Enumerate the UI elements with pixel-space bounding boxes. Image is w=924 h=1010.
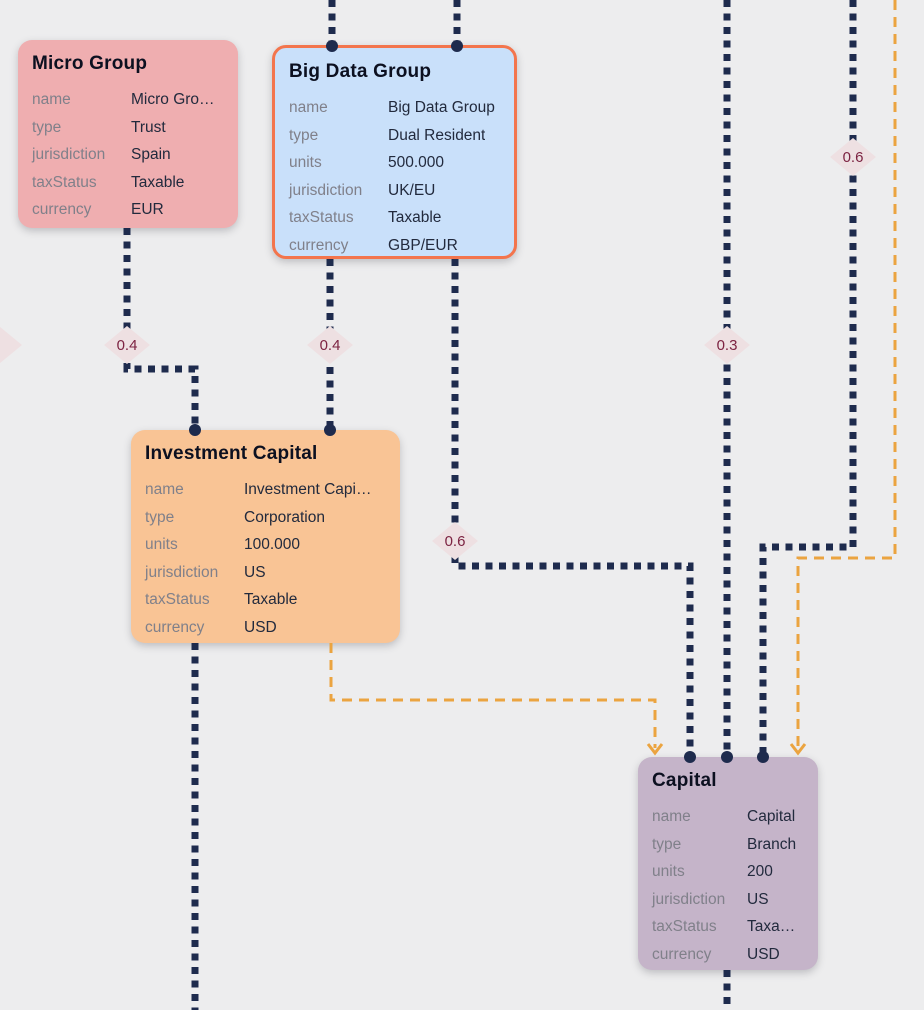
field-label: currency [32, 201, 92, 218]
edge-weight-label[interactable]: 0.3 [704, 326, 750, 364]
node-title: Capital [652, 770, 717, 791]
field-label: taxStatus [289, 209, 354, 226]
field-label: name [652, 808, 691, 825]
field-label: units [145, 536, 178, 553]
field-value: Taxa… [747, 918, 796, 935]
node-capital[interactable]: Capital name Capital type Branch units 2… [638, 757, 818, 970]
field-value: US [244, 563, 266, 581]
field-label: taxStatus [32, 173, 97, 191]
field-value: Capital [747, 808, 796, 825]
field-row: units 200 [652, 858, 806, 886]
field-label: units [289, 154, 322, 171]
field-row: type Branch [652, 831, 806, 859]
field-label: currency [145, 618, 205, 636]
field-label: type [145, 508, 175, 526]
field-value: Taxable [388, 209, 442, 226]
field-label: type [32, 118, 62, 136]
node-investment-capital[interactable]: Investment Capital name Investment Capi…… [131, 430, 400, 643]
node-title: Micro Group [32, 53, 148, 74]
edge-big-data-group-to-capital[interactable] [451, 259, 694, 755]
field-label: jurisdiction [145, 563, 219, 581]
field-row: currency GBP/EUR [289, 232, 502, 260]
field-value: 200 [747, 863, 773, 880]
field-label: jurisdiction [32, 146, 106, 163]
field-value: Branch [747, 835, 797, 853]
field-row: type Dual Resident [289, 122, 502, 150]
field-label: taxStatus [652, 918, 717, 935]
edge-weight-label[interactable]: 0.6 [432, 522, 478, 560]
edge-weight-label-partial[interactable] [0, 326, 22, 364]
field-row: taxStatus Taxable [145, 586, 388, 614]
node-big-data-group[interactable]: Big Data Group name Big Data Group type … [272, 45, 517, 259]
edge-investment-capital-to-capital-dashed[interactable] [329, 643, 657, 748]
field-label: type [289, 126, 319, 144]
field-row: name Micro Gro… [32, 86, 226, 114]
field-value: Big Data Group [388, 99, 495, 116]
field-row: jurisdiction Spain [32, 141, 226, 169]
field-value: 100.000 [244, 536, 301, 553]
field-row: currency USD [145, 614, 388, 642]
field-label: name [145, 481, 184, 498]
edge-weight-label[interactable]: 0.4 [104, 326, 150, 364]
field-row: name Big Data Group [289, 94, 502, 122]
field-row: currency EUR [32, 196, 226, 224]
field-value: UK/EU [388, 181, 436, 199]
field-value: USD [244, 618, 277, 636]
field-row: type Trust [32, 114, 226, 142]
field-label: jurisdiction [289, 181, 363, 199]
field-value: Trust [131, 118, 166, 136]
field-row: taxStatus Taxable [289, 204, 502, 232]
field-row: name Capital [652, 803, 806, 831]
field-label: currency [652, 945, 712, 963]
field-value: US [747, 890, 769, 908]
field-value: GBP/EUR [388, 236, 458, 254]
field-value: Taxable [131, 173, 185, 191]
field-label: name [289, 99, 328, 116]
field-row: units 100.000 [145, 531, 388, 559]
field-row: units 500.000 [289, 149, 502, 177]
field-label: type [652, 835, 682, 853]
field-value: Corporation [244, 508, 325, 526]
node-title: Investment Capital [145, 443, 318, 464]
edge-top-right-to-capital[interactable] [759, 0, 857, 755]
field-row: jurisdiction US [652, 886, 806, 914]
field-row: taxStatus Taxa… [652, 913, 806, 941]
field-value: EUR [131, 201, 164, 218]
field-value: Spain [131, 146, 171, 163]
edge-weight-label[interactable]: 0.6 [830, 138, 876, 176]
field-label: jurisdiction [652, 890, 726, 908]
field-value: USD [747, 945, 780, 963]
field-value: Taxable [244, 591, 298, 608]
field-row: type Corporation [145, 504, 388, 532]
field-label: units [652, 863, 685, 880]
field-row: jurisdiction US [145, 559, 388, 587]
field-row: name Investment Capi… [145, 476, 388, 504]
edge-weight-label[interactable]: 0.4 [307, 326, 353, 364]
node-title: Big Data Group [289, 61, 432, 82]
field-row: taxStatus Taxable [32, 169, 226, 197]
edge-top-to-capital-dashed[interactable] [796, 0, 897, 748]
field-row: currency USD [652, 941, 806, 969]
edge-micro-group-to-investment-capital[interactable] [123, 228, 199, 428]
field-value: Investment Capi… [244, 481, 372, 498]
field-label: currency [289, 236, 349, 254]
node-micro-group[interactable]: Micro Group name Micro Gro… type Trust j… [18, 40, 238, 228]
field-value: Micro Gro… [131, 91, 215, 108]
field-row: jurisdiction UK/EU [289, 177, 502, 205]
field-label: name [32, 91, 71, 108]
field-label: taxStatus [145, 591, 210, 608]
field-value: Dual Resident [388, 126, 486, 144]
field-value: 500.000 [388, 154, 445, 171]
